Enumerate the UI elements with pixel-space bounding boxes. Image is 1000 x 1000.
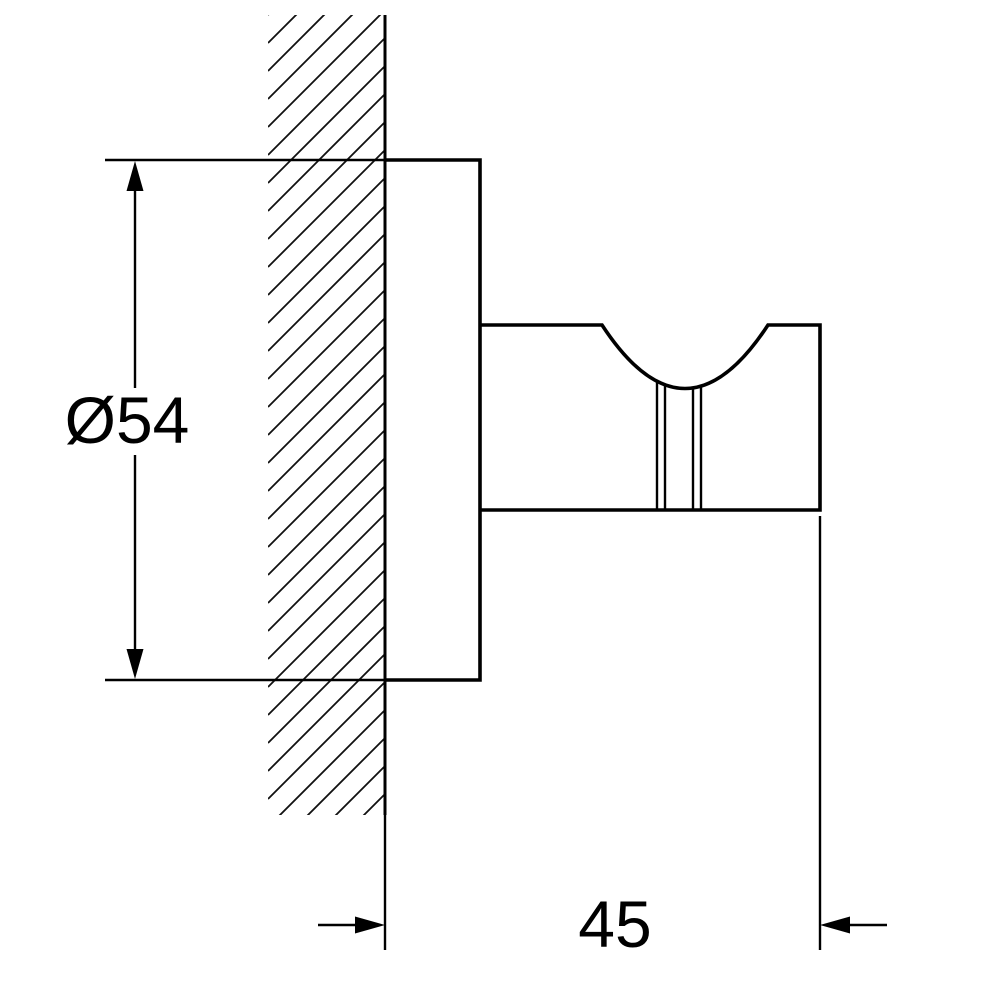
arrowhead-up-icon: [126, 161, 144, 191]
hook-groove-lines: [655, 382, 703, 509]
hook-body-outline: [480, 323, 822, 512]
wall-hatching: [268, 15, 385, 815]
depth-dimension: 45: [318, 516, 887, 961]
arrowhead-right-icon: [355, 916, 385, 934]
depth-label: 45: [578, 887, 651, 961]
mounting-plate-outline: [385, 158, 482, 682]
hatch-lines: [268, 15, 385, 815]
arrowhead-left-icon: [820, 916, 850, 934]
diameter-label: Ø54: [65, 383, 190, 457]
arrowhead-down-icon: [126, 649, 144, 679]
diameter-dimension: Ø54: [65, 158, 385, 682]
